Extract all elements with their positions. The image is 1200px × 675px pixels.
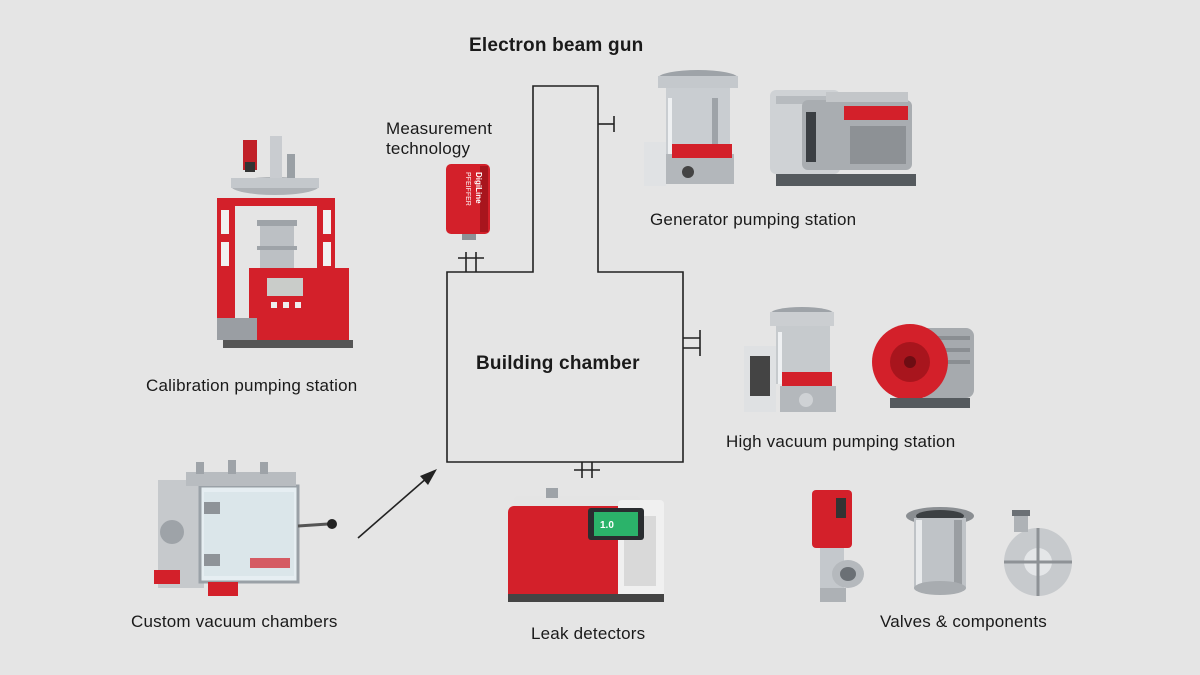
generator-rotary-pump-image: [770, 90, 916, 186]
building-chamber-label: Building chamber: [476, 353, 640, 374]
gauge-model-text: DigiLine: [474, 172, 483, 204]
flange-high-vacuum: [683, 330, 701, 356]
flange-measurement: [458, 252, 484, 272]
leak-display-text: 1.0: [600, 520, 614, 531]
gauge-brand-text: PFEIFFER: [464, 172, 471, 206]
generator-turbo-pump-image: [644, 70, 738, 186]
leak-detector-image: 1.0: [508, 488, 664, 602]
component-pot-image: [906, 507, 974, 595]
component-clamp-image: [1004, 510, 1072, 596]
flange-leak-detector: [574, 462, 600, 478]
electron-beam-gun-label: Electron beam gun: [469, 35, 644, 56]
chamber-outline: [446, 85, 684, 463]
custom-vacuum-chambers-label: Custom vacuum chambers: [131, 612, 338, 631]
high-vacuum-turbo-pump-image: [744, 307, 836, 412]
valve-image: [812, 490, 864, 602]
measurement-gauge-image: PFEIFFER DigiLine: [446, 164, 490, 240]
calibration-pumping-station-label: Calibration pumping station: [146, 376, 358, 395]
leak-detectors-label: Leak detectors: [531, 624, 646, 643]
high-vacuum-pumping-station-label: High vacuum pumping station: [726, 432, 956, 451]
flange-generator: [598, 116, 615, 132]
custom-vacuum-chamber-image: [154, 460, 337, 596]
generator-pumping-station-label: Generator pumping station: [650, 210, 857, 229]
high-vacuum-backing-pump-image: [872, 324, 974, 408]
arrow-custom-to-chamber: [357, 469, 437, 539]
measurement-technology-label: Measurement technology: [386, 119, 493, 158]
calibration-pumping-station-image: [217, 136, 353, 348]
valves-components-label: Valves & components: [880, 612, 1047, 631]
